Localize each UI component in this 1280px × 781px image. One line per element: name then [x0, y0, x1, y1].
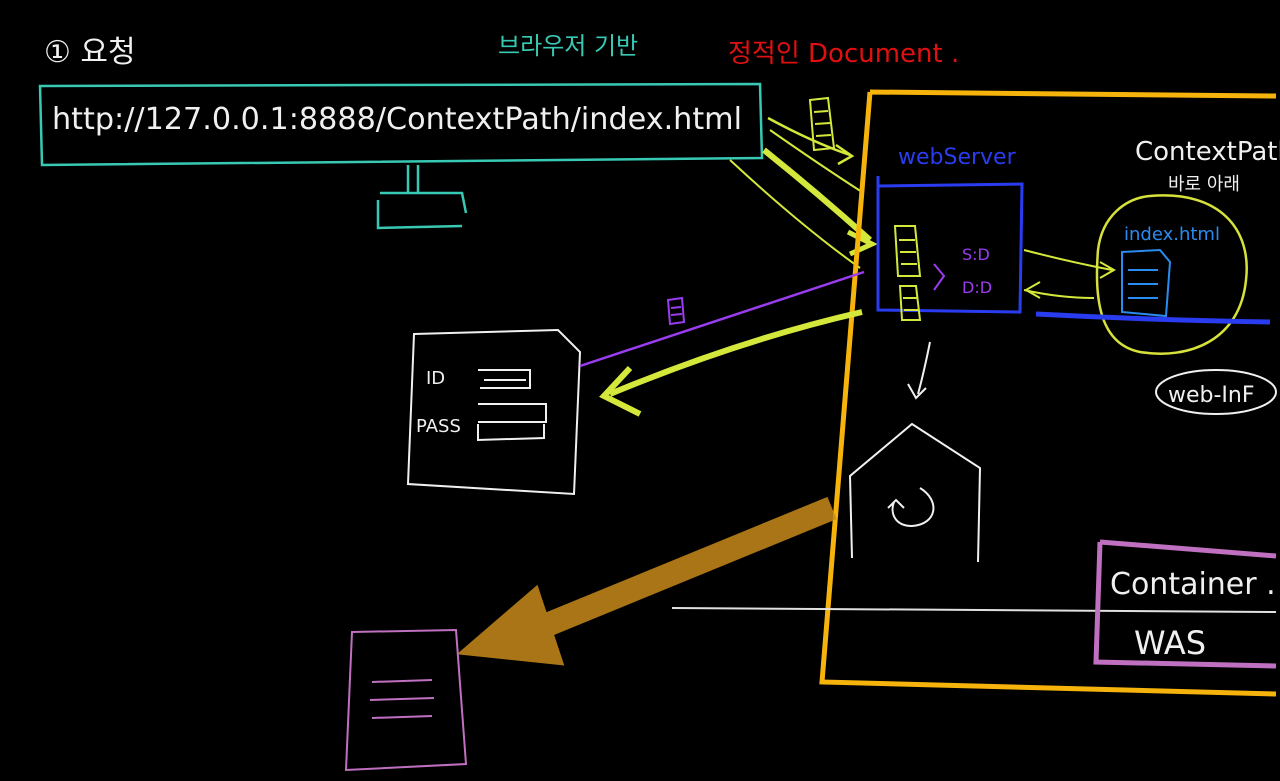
was-frame — [819, 89, 1277, 697]
contextpath-circle: index.html — [1095, 194, 1248, 355]
contextpath-sub-label: 바로 아래 — [1168, 174, 1240, 195]
webserver-index-arrow — [1023, 249, 1113, 299]
form-field-id: ID — [426, 368, 445, 389]
url-text: http://127.0.0.1:8888/ContextPath/index.… — [52, 102, 742, 137]
response-document-icon — [898, 285, 922, 321]
output-document-icon — [344, 628, 468, 772]
request-arrow-1 — [767, 116, 851, 157]
response-arrow — [608, 309, 863, 397]
separator-line — [671, 607, 1277, 613]
step-label: ① 요청 — [44, 35, 136, 70]
contextpath-label: ContextPath — [1135, 137, 1280, 167]
container-was-box: Container . WAS — [1093, 539, 1277, 669]
webinf-label: web-InF — [1168, 383, 1255, 408]
contextpath-underline — [1035, 311, 1271, 325]
webserver-inner-sd: S:D — [962, 245, 990, 264]
index-file-label: index.html — [1124, 224, 1220, 245]
webinf-badge: web-InF — [1155, 369, 1277, 415]
login-form-sheet: ID PASS — [406, 328, 582, 496]
url-bar: http://127.0.0.1:8888/ContextPath/index.… — [38, 82, 764, 230]
orange-big-arrow — [456, 496, 837, 666]
webserver-label: webServer — [898, 145, 1017, 170]
was-label: WAS — [1134, 624, 1206, 662]
container-house-icon — [848, 422, 982, 563]
browser-label: 브라우저 기반 — [498, 32, 638, 60]
request-document-icon — [808, 96, 836, 152]
index-file-icon — [1121, 248, 1172, 318]
form-field-pass: PASS — [416, 416, 461, 437]
webserver-document-icon — [893, 225, 922, 277]
webserver-to-container-arrow — [917, 341, 931, 395]
webserver-inner-dd: D:D — [962, 278, 992, 297]
webserver-box: S:D D:D — [876, 176, 1024, 321]
purple-document-icon — [666, 296, 686, 326]
static-document-label: 정적인 Document . — [728, 39, 959, 69]
purple-response-line — [579, 270, 865, 368]
container-label: Container . — [1110, 567, 1276, 602]
